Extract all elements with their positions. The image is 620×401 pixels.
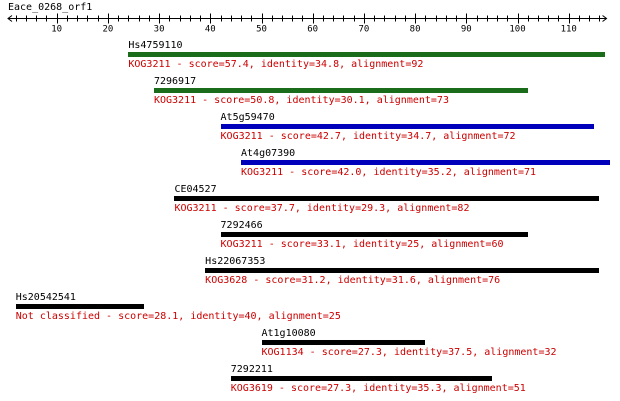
ruler-tick-label: 80 bbox=[410, 25, 421, 35]
hit-description: KOG1134 - score=27.3, identity=37.5, ali… bbox=[261, 347, 557, 358]
hit-name: CE04527 bbox=[174, 184, 217, 195]
ruler-tick-label: 40 bbox=[205, 25, 216, 35]
hit-description: KOG3211 - score=42.7, identity=34.7, ali… bbox=[220, 131, 516, 142]
hit-description: KOG3211 - score=37.7, identity=29.3, ali… bbox=[174, 203, 470, 214]
ruler-tick-label: 110 bbox=[561, 25, 577, 35]
ruler-right-arrow bbox=[602, 15, 608, 22]
sequence-ruler: Eace_0268_orf1 10 20 30 40 50 60 70 80 90 100 110 bbox=[7, 2, 608, 35]
hit-alignment-bar[interactable] bbox=[128, 52, 605, 57]
ruler-tick-label: 90 bbox=[461, 25, 472, 35]
sequence-title: Eace_0268_orf1 bbox=[8, 2, 92, 13]
hit-alignment-bar[interactable] bbox=[205, 268, 600, 273]
hit-name: 7296917 bbox=[153, 76, 197, 87]
hit-description: KOG3619 - score=27.3, identity=35.3, ali… bbox=[230, 383, 526, 394]
hit-description: KOG3211 - score=57.4, identity=34.8, ali… bbox=[128, 59, 424, 70]
ruler-tick-label: 70 bbox=[358, 25, 369, 35]
hit-alignment-bar[interactable] bbox=[153, 88, 528, 93]
hit-alignment-bar[interactable] bbox=[220, 124, 595, 129]
hit-name: Hs4759110 bbox=[128, 40, 183, 51]
hit-alignment-bar[interactable] bbox=[174, 196, 600, 201]
ruler-tick-label: 50 bbox=[256, 25, 267, 35]
ruler-tick-label: 100 bbox=[509, 25, 525, 35]
hit-description: Not classified - score=28.1, identity=40… bbox=[15, 311, 341, 322]
hit-alignment-bar[interactable] bbox=[261, 340, 426, 345]
hit-name: At4g07390 bbox=[241, 148, 296, 159]
hit-name: Hs22067353 bbox=[205, 256, 266, 267]
ruler-left-arrow bbox=[7, 15, 13, 22]
hit-alignment-bar[interactable] bbox=[15, 304, 144, 309]
hit-alignment-bar[interactable] bbox=[241, 160, 610, 165]
ruler-tick-label: 10 bbox=[51, 25, 62, 35]
hit-alignment-bar[interactable] bbox=[230, 376, 492, 381]
ruler-tick-label: 60 bbox=[307, 25, 318, 35]
hit-name: At5g59470 bbox=[220, 112, 275, 123]
hit-name: 7292466 bbox=[220, 220, 263, 231]
ruler-tick-label: 20 bbox=[102, 25, 113, 35]
ruler-tick-label: 30 bbox=[154, 25, 165, 35]
hit-alignment-bar[interactable] bbox=[220, 232, 528, 237]
hit-description: KOG3211 - score=42.0, identity=35.2, ali… bbox=[241, 167, 537, 178]
hit-description: KOG3211 - score=50.8, identity=30.1, ali… bbox=[153, 95, 449, 106]
hit-description: KOG3211 - score=33.1, identity=25, align… bbox=[220, 239, 504, 250]
hit-name: At1g10080 bbox=[261, 328, 316, 339]
hit-name: Hs20542541 bbox=[15, 292, 76, 303]
hit-description: KOG3628 - score=31.2, identity=31.6, ali… bbox=[205, 275, 501, 286]
hit-name: 7292211 bbox=[230, 364, 273, 375]
